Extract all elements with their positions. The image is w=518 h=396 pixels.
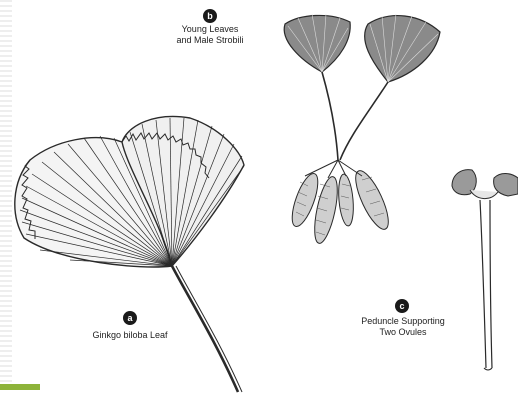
young-leaf-stem-left (322, 72, 338, 160)
leaf-petiole (172, 266, 238, 392)
ovule-collar (470, 190, 498, 199)
label-b-text: Young Leaves and Male Strobili (160, 24, 260, 46)
label-c-text: Peduncle Supporting Two Ovules (344, 316, 462, 338)
label-a-badge: a (123, 311, 137, 325)
young-leaf-stem-right (340, 82, 388, 160)
label-b-badge: b (203, 9, 217, 23)
label-c-line2: Two Ovules (344, 327, 462, 338)
label-b-line1: Young Leaves (160, 24, 260, 35)
label-c-line1: Peduncle Supporting (344, 316, 462, 327)
label-b-line2: and Male Strobili (160, 35, 260, 46)
label-a-text: Ginkgo biloba Leaf (70, 330, 190, 341)
young-leaves-drawing (284, 14, 440, 245)
ginkgo-leaf-drawing (15, 117, 244, 392)
male-strobili (287, 167, 395, 245)
peduncle-stalk (480, 200, 492, 368)
young-leaf-right (365, 16, 440, 82)
peduncle-drawing (452, 170, 518, 370)
label-c-badge: c (395, 299, 409, 313)
